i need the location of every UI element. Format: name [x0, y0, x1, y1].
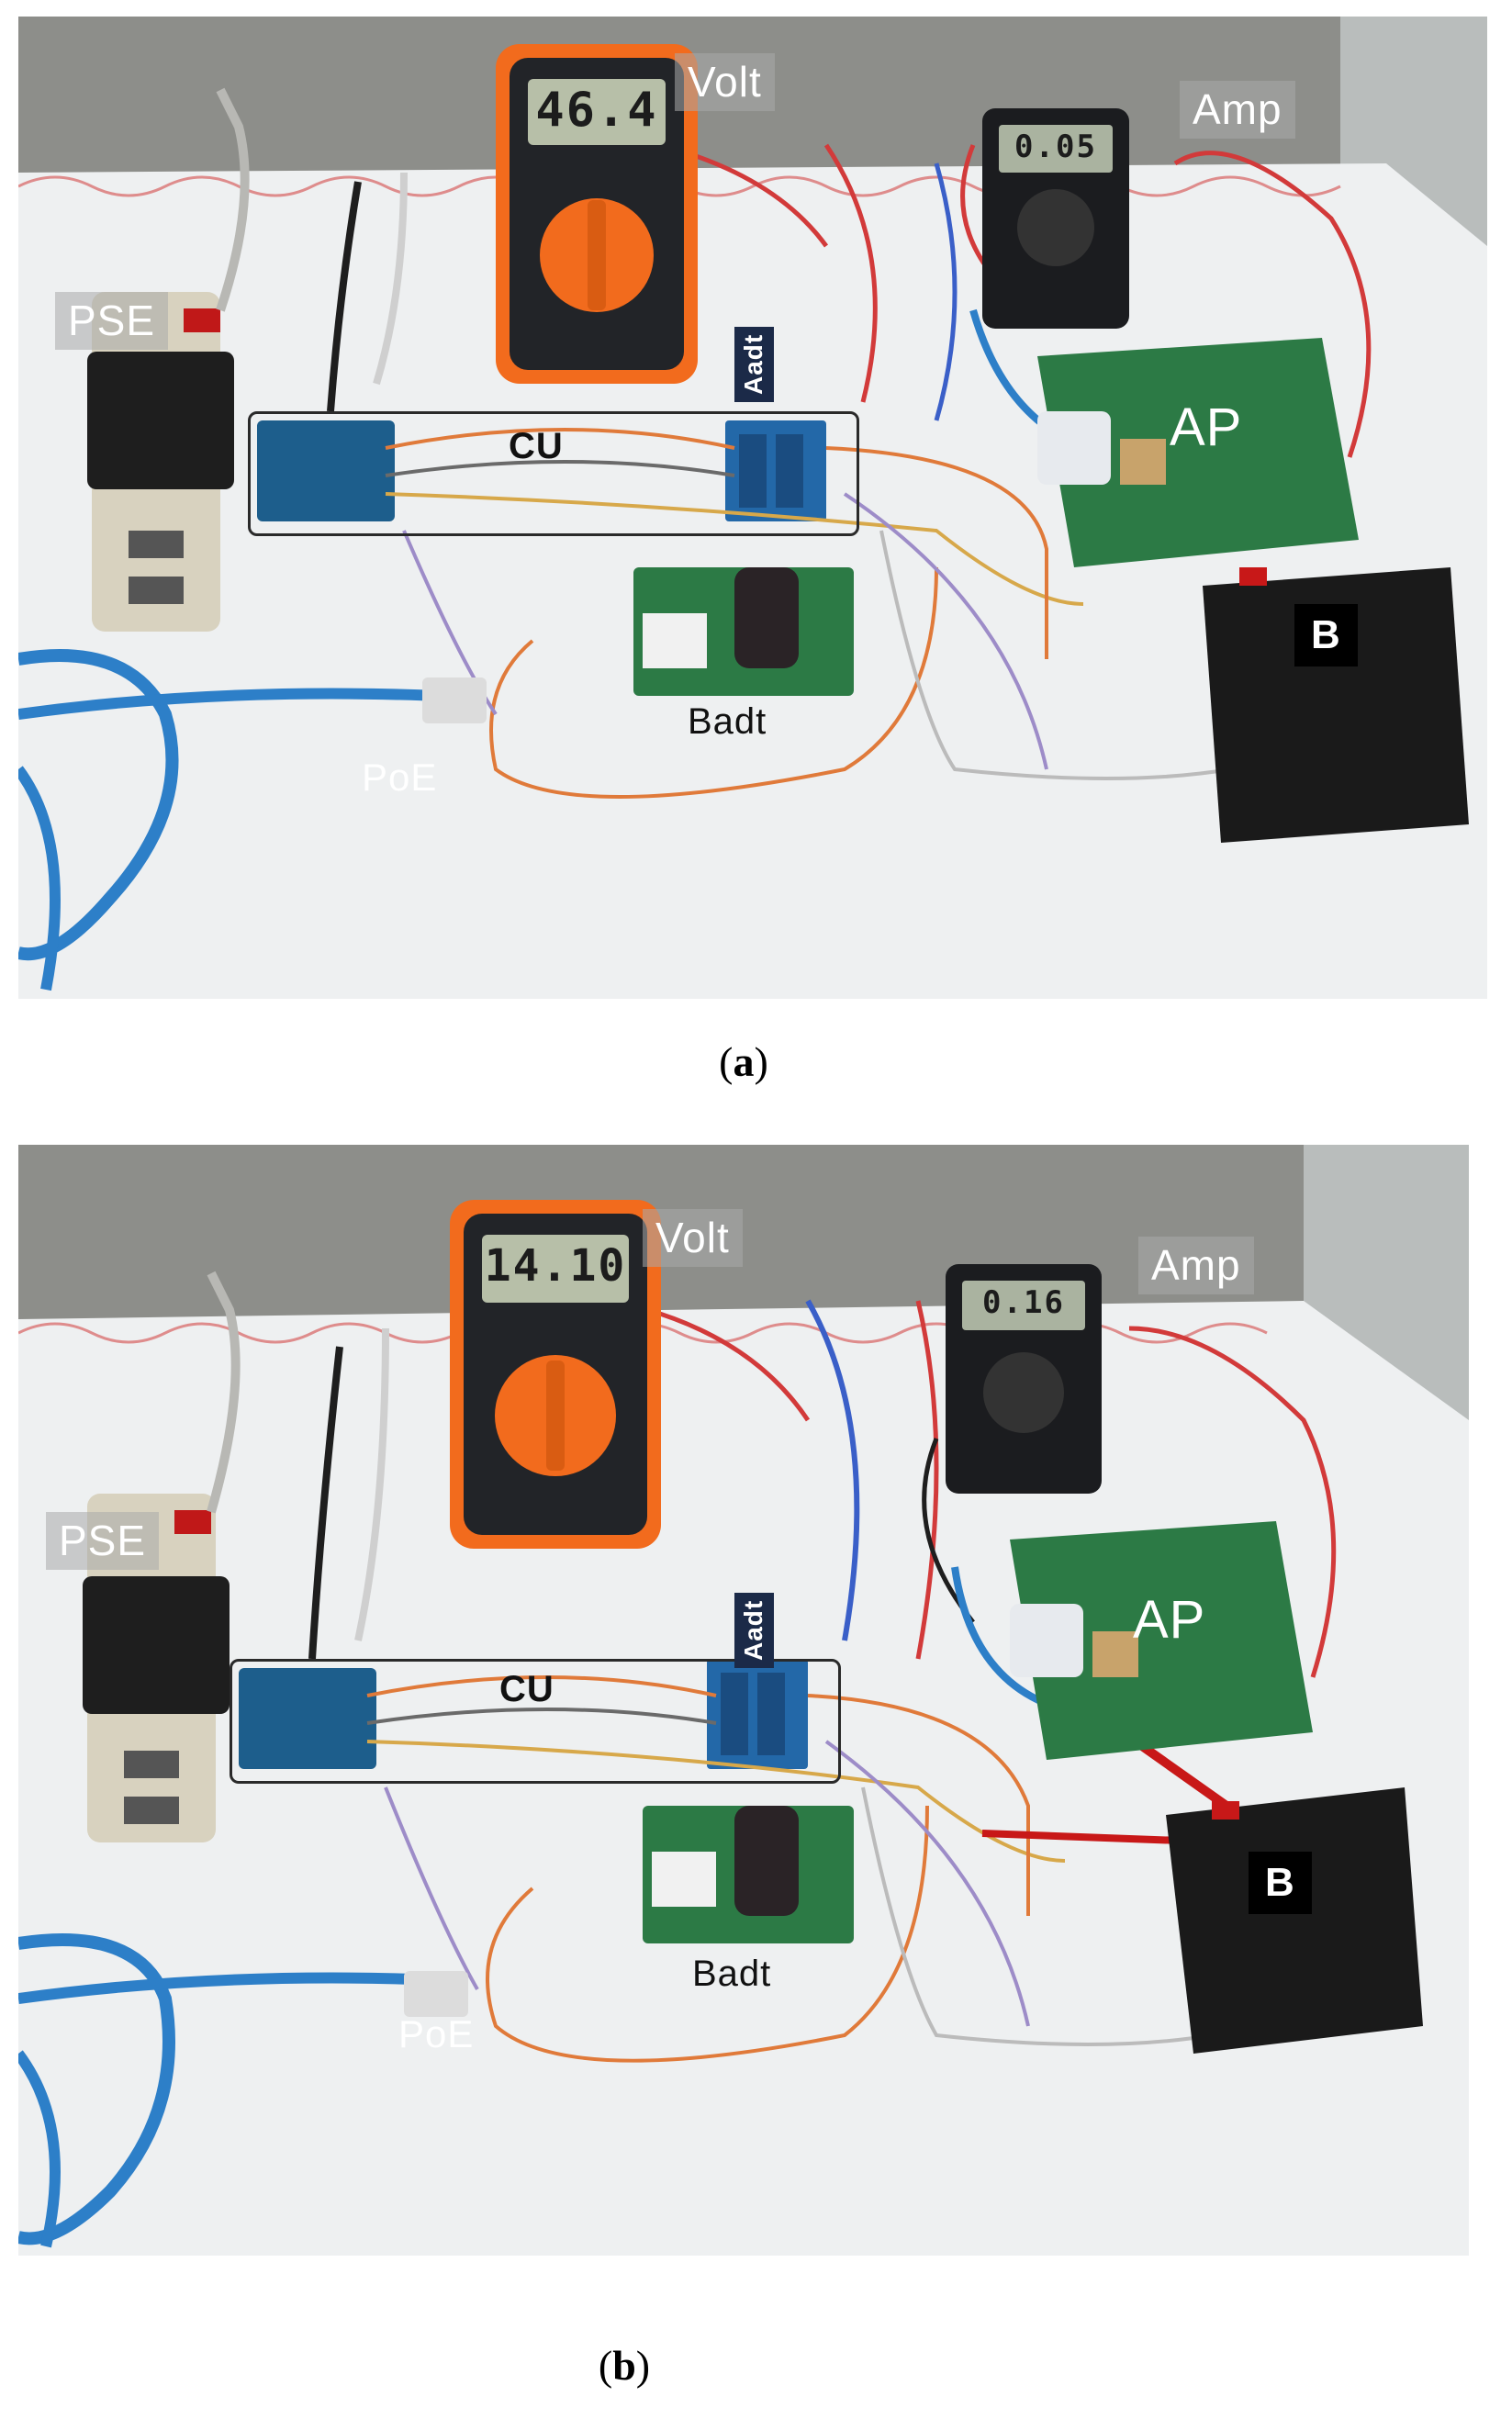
battery: [1166, 1787, 1423, 2054]
label-poe: PoE: [398, 2012, 475, 2055]
label-poe: PoE: [362, 756, 438, 799]
label-cu: CU: [499, 1669, 554, 1709]
voltmeter-display: 14.10: [484, 1240, 627, 1292]
voltmeter-display: 46.4: [535, 83, 658, 138]
label-aadt: Aadt: [734, 1592, 774, 1668]
poe-injector: [83, 1576, 230, 1714]
arduino-board: [239, 1668, 376, 1769]
ethernet-cable: [18, 649, 179, 961]
ethernet-cable: [18, 1933, 175, 2245]
label-pse: PSE: [55, 292, 169, 350]
label-ap: AP: [1170, 398, 1243, 457]
label-b: B: [1294, 604, 1358, 667]
access-point-board: [1010, 1521, 1313, 1760]
label-volt: Volt: [675, 53, 775, 111]
label-amp: Amp: [1138, 1237, 1254, 1294]
access-point-board: [1037, 338, 1359, 567]
ammeter-display: 0.16: [982, 1284, 1065, 1321]
ammeter-display: 0.05: [1014, 129, 1097, 165]
label-ap: AP: [1133, 1590, 1206, 1650]
caption-a: (a): [719, 1038, 768, 1085]
label-amp: Amp: [1180, 81, 1295, 139]
photo-panel-b: 14.10 0.16 Volt Amp PSE CU Aadt AP B Bad…: [18, 1145, 1469, 2256]
label-badt: Badt: [688, 701, 767, 742]
cu-outline: [248, 411, 859, 536]
label-aadt: Aadt: [734, 326, 774, 402]
poe-connector: [404, 1971, 468, 2017]
battery: [1203, 567, 1469, 843]
panel-b-scene: [18, 1145, 1469, 2256]
poe-connector: [422, 677, 487, 723]
label-cu: CU: [509, 426, 564, 466]
label-badt: Badt: [692, 1954, 772, 1994]
photo-panel-a: 46.4 0.05 Volt Amp PSE CU Aadt AP B Badt…: [18, 17, 1487, 999]
label-pse: PSE: [46, 1512, 160, 1570]
arduino-board: [257, 420, 395, 521]
panel-a-scene: [18, 17, 1487, 999]
caption-b: (b): [598, 2342, 651, 2389]
label-b: B: [1249, 1852, 1312, 1915]
label-volt: Volt: [643, 1209, 743, 1267]
cu-outline: [230, 1659, 841, 1784]
poe-injector: [87, 352, 234, 489]
